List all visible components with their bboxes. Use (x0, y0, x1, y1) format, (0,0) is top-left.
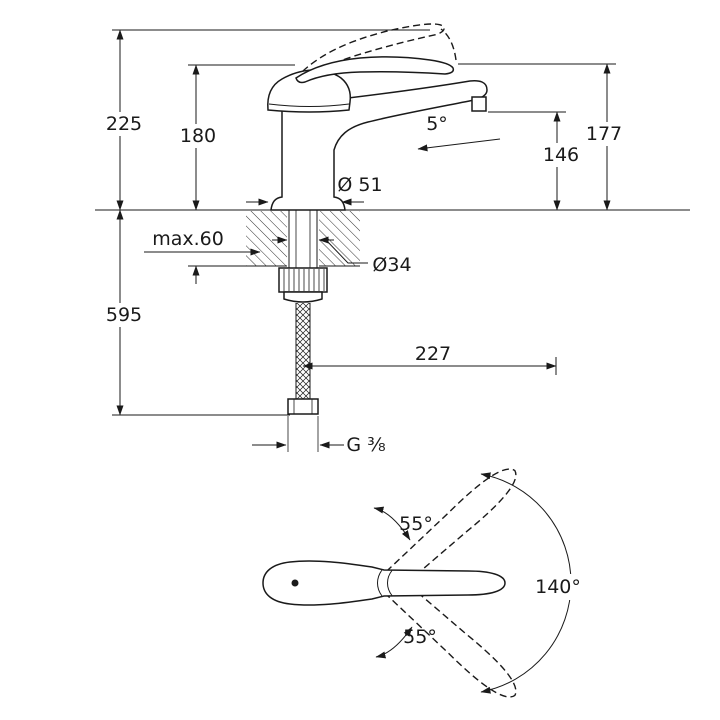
overall-height-label: 225 (106, 113, 142, 135)
connection-thread-label: G ³⁄₈ (346, 434, 385, 456)
swivel-range-label: 140° (535, 576, 581, 598)
swivel-label-backing (525, 574, 591, 600)
handle-raised-dashed (294, 23, 445, 83)
spout-outlet (471, 96, 487, 112)
spout-reach-label: 227 (415, 343, 451, 365)
hose-connector (287, 398, 319, 415)
side-view-labels: 225 180 595 max.60 Ø 51 Ø34 5° 146 177 2… (106, 113, 622, 456)
spout-height-label: 177 (586, 123, 622, 145)
supply-hose (287, 303, 319, 415)
under-counter-length-label: 595 (106, 304, 142, 326)
shank-diameter-label: Ø34 (372, 254, 411, 276)
handle-swing-down-label: 55° (403, 626, 437, 648)
top-view: 55° 55° 140° (262, 468, 591, 698)
handle-indicator-dot (291, 579, 299, 587)
base-diameter-label: Ø 51 (337, 174, 382, 196)
label-backings (98, 112, 629, 327)
counter-thickness-label: max.60 (152, 228, 224, 250)
handle-motion-arc (440, 28, 457, 61)
dome-joint-line (268, 103, 350, 107)
mounting-nut (278, 267, 328, 303)
body-height-label: 180 (180, 125, 216, 147)
handle-lever (295, 56, 455, 84)
handle-top-view (262, 560, 506, 606)
top-view-labels: 55° 55° 140° (399, 513, 581, 648)
mounting-shank (288, 210, 318, 268)
outlet-height-label: 146 (543, 144, 579, 166)
side-view: 225 180 595 max.60 Ø 51 Ø34 5° 146 177 2… (95, 23, 690, 456)
handle-swing-up-label: 55° (399, 513, 433, 535)
spout-angle-label: 5° (426, 113, 448, 135)
